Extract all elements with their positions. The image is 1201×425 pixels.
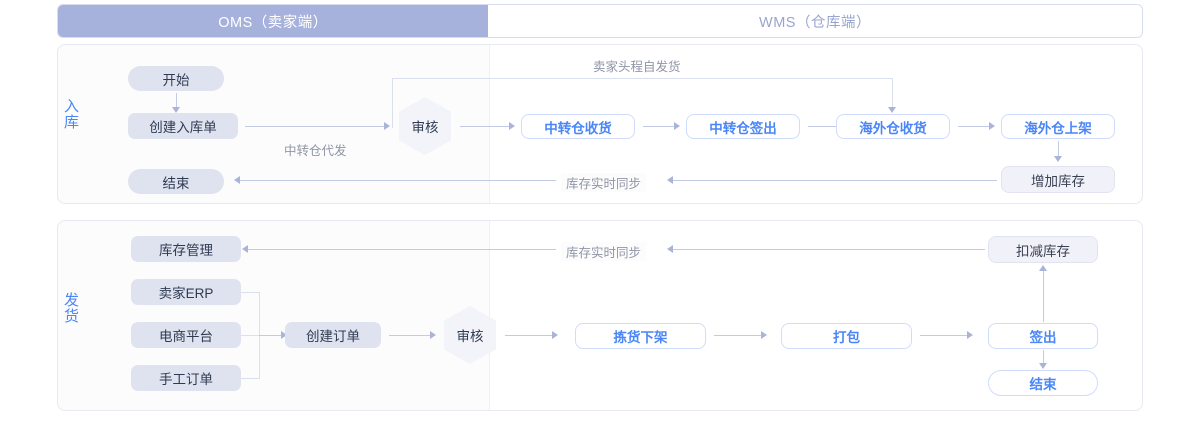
node-overseas-shelve[interactable]: 海外仓上架 <box>1001 114 1115 139</box>
arrowhead-review-to-pick <box>552 331 558 339</box>
edge-sync-outbound-right-span <box>673 249 985 250</box>
node-transit-receive[interactable]: 中转仓收货 <box>521 114 635 139</box>
edge-overseas-receive-to-shelve <box>958 126 990 127</box>
arrowhead-shelve-to-add-stock <box>1054 156 1062 162</box>
arrowhead-bracket-to-create-order <box>281 331 287 339</box>
arrowhead-pick-to-pack <box>761 331 767 339</box>
header-oms-label: OMS（卖家端） <box>58 5 488 37</box>
arrowhead-sync-outbound-right <box>667 245 673 253</box>
node-pack[interactable]: 打包 <box>781 323 912 349</box>
arrowhead-start-to-create <box>172 107 180 113</box>
header-wms-label: WMS（仓库端） <box>488 5 1142 37</box>
arrowhead-create-to-review <box>384 122 390 130</box>
node-inbound-start[interactable]: 开始 <box>128 66 224 91</box>
edge-self-ship-riser <box>392 78 393 128</box>
arrowhead-overseas-receive-to-shelve <box>989 122 995 130</box>
node-transit-checkout[interactable]: 中转仓签出 <box>686 114 800 139</box>
arrowhead-sync-inbound-left <box>234 176 240 184</box>
edge-pick-to-pack <box>714 335 762 336</box>
edge-erp-stub <box>241 292 260 293</box>
edge-label-stock-sync-inbound: 库存实时同步 <box>561 173 647 192</box>
arrowhead-review-to-transit-receive <box>509 122 515 130</box>
node-manual-order[interactable]: 手工订单 <box>131 365 241 391</box>
system-header-bar: OMS（卖家端） WMS（仓库端） <box>57 4 1143 38</box>
edge-start-to-create <box>176 93 177 108</box>
edge-shelve-to-add-stock <box>1058 141 1059 157</box>
node-seller-erp[interactable]: 卖家ERP <box>131 279 241 305</box>
node-ecommerce-platform[interactable]: 电商平台 <box>131 322 241 348</box>
edge-label-stock-sync-outbound: 库存实时同步 <box>561 242 647 261</box>
edge-platform-stub <box>241 335 260 336</box>
edge-label-seller-self-ship: 卖家头程自发货 <box>588 56 686 75</box>
edge-sync-inbound-left-span <box>240 180 556 181</box>
arrowhead-create-order-to-review <box>430 331 436 339</box>
node-stock-management[interactable]: 库存管理 <box>131 236 241 262</box>
edge-transit-checkout-to-overseas-receive <box>808 126 840 127</box>
edge-sync-inbound-right-span <box>673 180 997 181</box>
edge-review-to-transit-receive <box>460 126 510 127</box>
arrowhead-pack-to-checkout <box>967 331 973 339</box>
edge-create-order-to-review <box>389 335 431 336</box>
edge-self-ship-drop <box>892 78 893 108</box>
arrowhead-transit-receive-to-checkout <box>674 122 680 130</box>
node-create-order[interactable]: 创建订单 <box>285 322 381 348</box>
edge-manual-stub <box>241 378 260 379</box>
edge-bracket-to-create-order <box>259 335 282 336</box>
node-create-inbound-order[interactable]: 创建入库单 <box>128 113 238 139</box>
edge-review-to-pick <box>505 335 553 336</box>
node-deduct-stock[interactable]: 扣减库存 <box>988 236 1098 263</box>
section-label-outbound: 发货 <box>62 292 79 324</box>
edge-self-ship-span <box>392 78 893 79</box>
arrowhead-checkout-to-deduct-stock <box>1039 265 1047 271</box>
arrowhead-sync-outbound-left <box>242 245 248 253</box>
edge-sync-outbound-left-span <box>248 249 556 250</box>
arrowhead-self-ship <box>888 107 896 113</box>
section-label-inbound: 入库 <box>62 98 79 130</box>
node-add-stock[interactable]: 增加库存 <box>1001 166 1115 193</box>
arrowhead-sync-inbound-right <box>667 176 673 184</box>
edge-checkout-to-end <box>1043 350 1044 364</box>
arrowhead-checkout-to-end <box>1039 363 1047 369</box>
edge-transit-receive-to-checkout <box>643 126 675 127</box>
node-pick-offshelf[interactable]: 拣货下架 <box>575 323 706 349</box>
node-inbound-end[interactable]: 结束 <box>128 169 224 194</box>
edge-create-to-review <box>245 126 385 127</box>
edge-label-transit-dropship: 中转仓代发 <box>279 140 352 159</box>
edge-checkout-to-deduct-stock <box>1043 270 1044 322</box>
node-overseas-receive[interactable]: 海外仓收货 <box>836 114 950 139</box>
node-outbound-end[interactable]: 结束 <box>988 370 1098 396</box>
edge-pack-to-checkout <box>920 335 968 336</box>
node-outbound-checkout[interactable]: 签出 <box>988 323 1098 349</box>
